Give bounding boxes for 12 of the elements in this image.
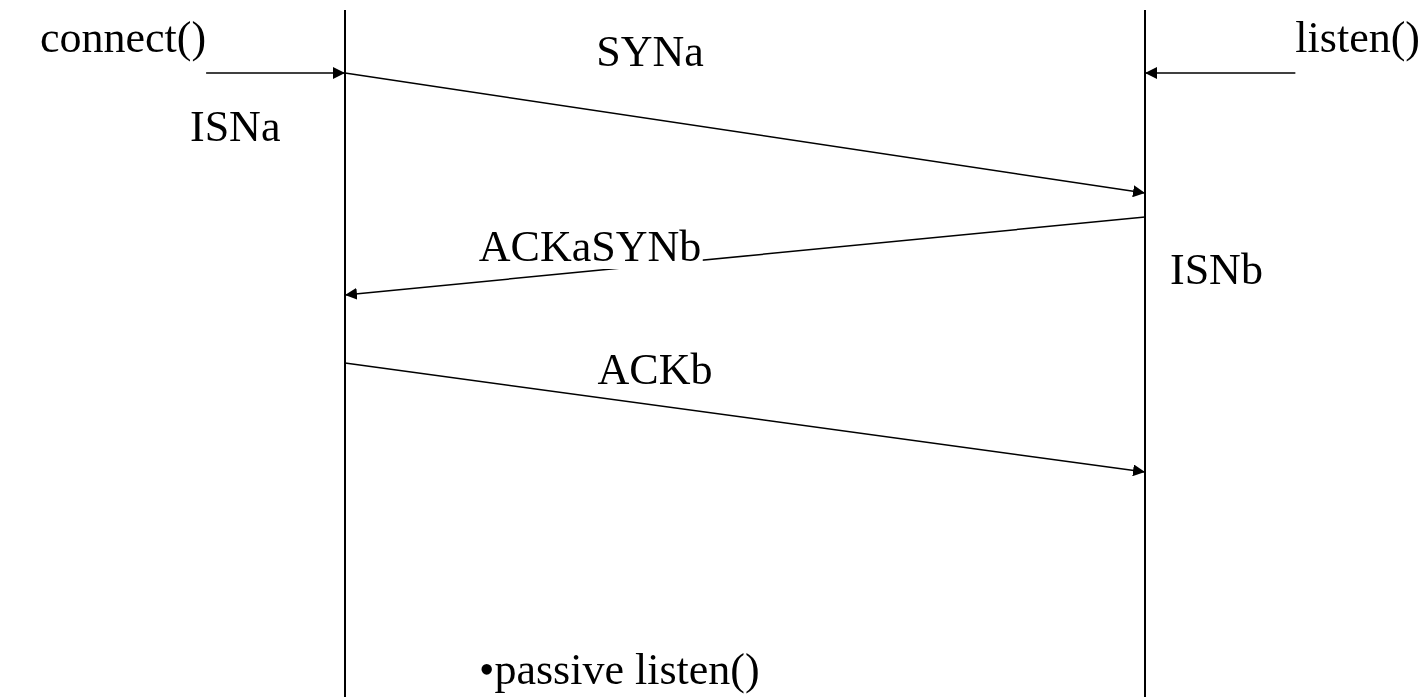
- lifeline: [1144, 10, 1146, 697]
- note-text: •passive listen(): [479, 648, 760, 692]
- message-arrow: [344, 216, 1146, 300]
- call-label: connect(): [40, 16, 280, 66]
- lifeline: [344, 10, 346, 697]
- sequence-number-label: ISNb: [1170, 248, 1263, 292]
- message-arrow: [205, 67, 346, 79]
- message-arrow: [1144, 67, 1297, 79]
- message-arrow: [344, 72, 1146, 198]
- sequence-number-label: ISNa: [190, 105, 281, 149]
- message-arrow: [344, 362, 1146, 477]
- call-label: listen(): [1180, 16, 1420, 66]
